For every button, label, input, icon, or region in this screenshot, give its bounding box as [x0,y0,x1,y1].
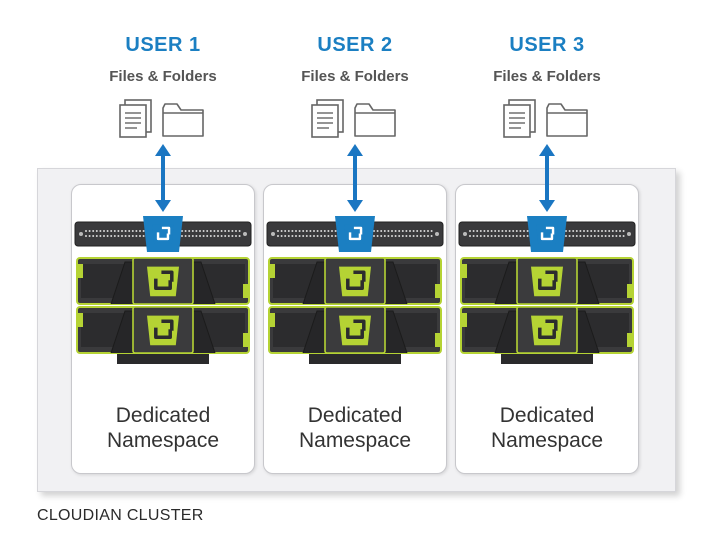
user-title: USER 2 [317,34,393,56]
server-rack-icon [268,257,442,305]
files-folders-label: Files & Folders [301,68,409,85]
bidirectional-arrow-icon [539,144,555,212]
cloudian-logo-icon [339,315,371,346]
folder-icon [546,103,588,137]
folder-icon [162,103,204,137]
node-artwork [266,99,444,364]
namespace-label: Dedicated Namespace [298,404,412,452]
user-column-2: USER 2 Files & Folders [263,0,447,557]
server-rack-icon [266,216,444,252]
namespace-label: Dedicated Namespace [490,404,604,452]
server-rack-icon [76,257,250,305]
document-icon [311,99,344,138]
server-rack-icon [268,306,442,354]
cloudian-logo-icon [147,315,179,346]
user-title: USER 1 [125,34,201,56]
user-title: USER 3 [509,34,585,56]
server-rack-icon [458,216,636,252]
files-folders-label: Files & Folders [493,68,601,85]
server-rack-icon [74,216,252,252]
cloudian-logo-icon [536,224,558,245]
cloudian-logo-icon [147,266,179,297]
user-column-3: USER 3 Files & Folders [455,0,639,557]
folder-icon [354,103,396,137]
cluster-label: CLOUDIAN CLUSTER [37,507,204,524]
user-column-1: USER 1 Files & Folders [71,0,255,557]
document-icon [503,99,536,138]
cloudian-logo-icon [531,266,563,297]
bidirectional-arrow-icon [155,144,171,212]
cloudian-logo-icon [531,315,563,346]
server-rack-icon [460,306,634,354]
cloudian-logo-icon [339,266,371,297]
node-artwork [458,99,636,364]
node-artwork [74,99,252,364]
server-rack-icon [460,257,634,305]
files-folders-label: Files & Folders [109,68,217,85]
server-rack-icon [76,306,250,354]
namespace-label: Dedicated Namespace [106,404,220,452]
document-icon [119,99,152,138]
cloudian-logo-icon [344,224,366,245]
cloudian-logo-icon [152,224,174,245]
bidirectional-arrow-icon [347,144,363,212]
